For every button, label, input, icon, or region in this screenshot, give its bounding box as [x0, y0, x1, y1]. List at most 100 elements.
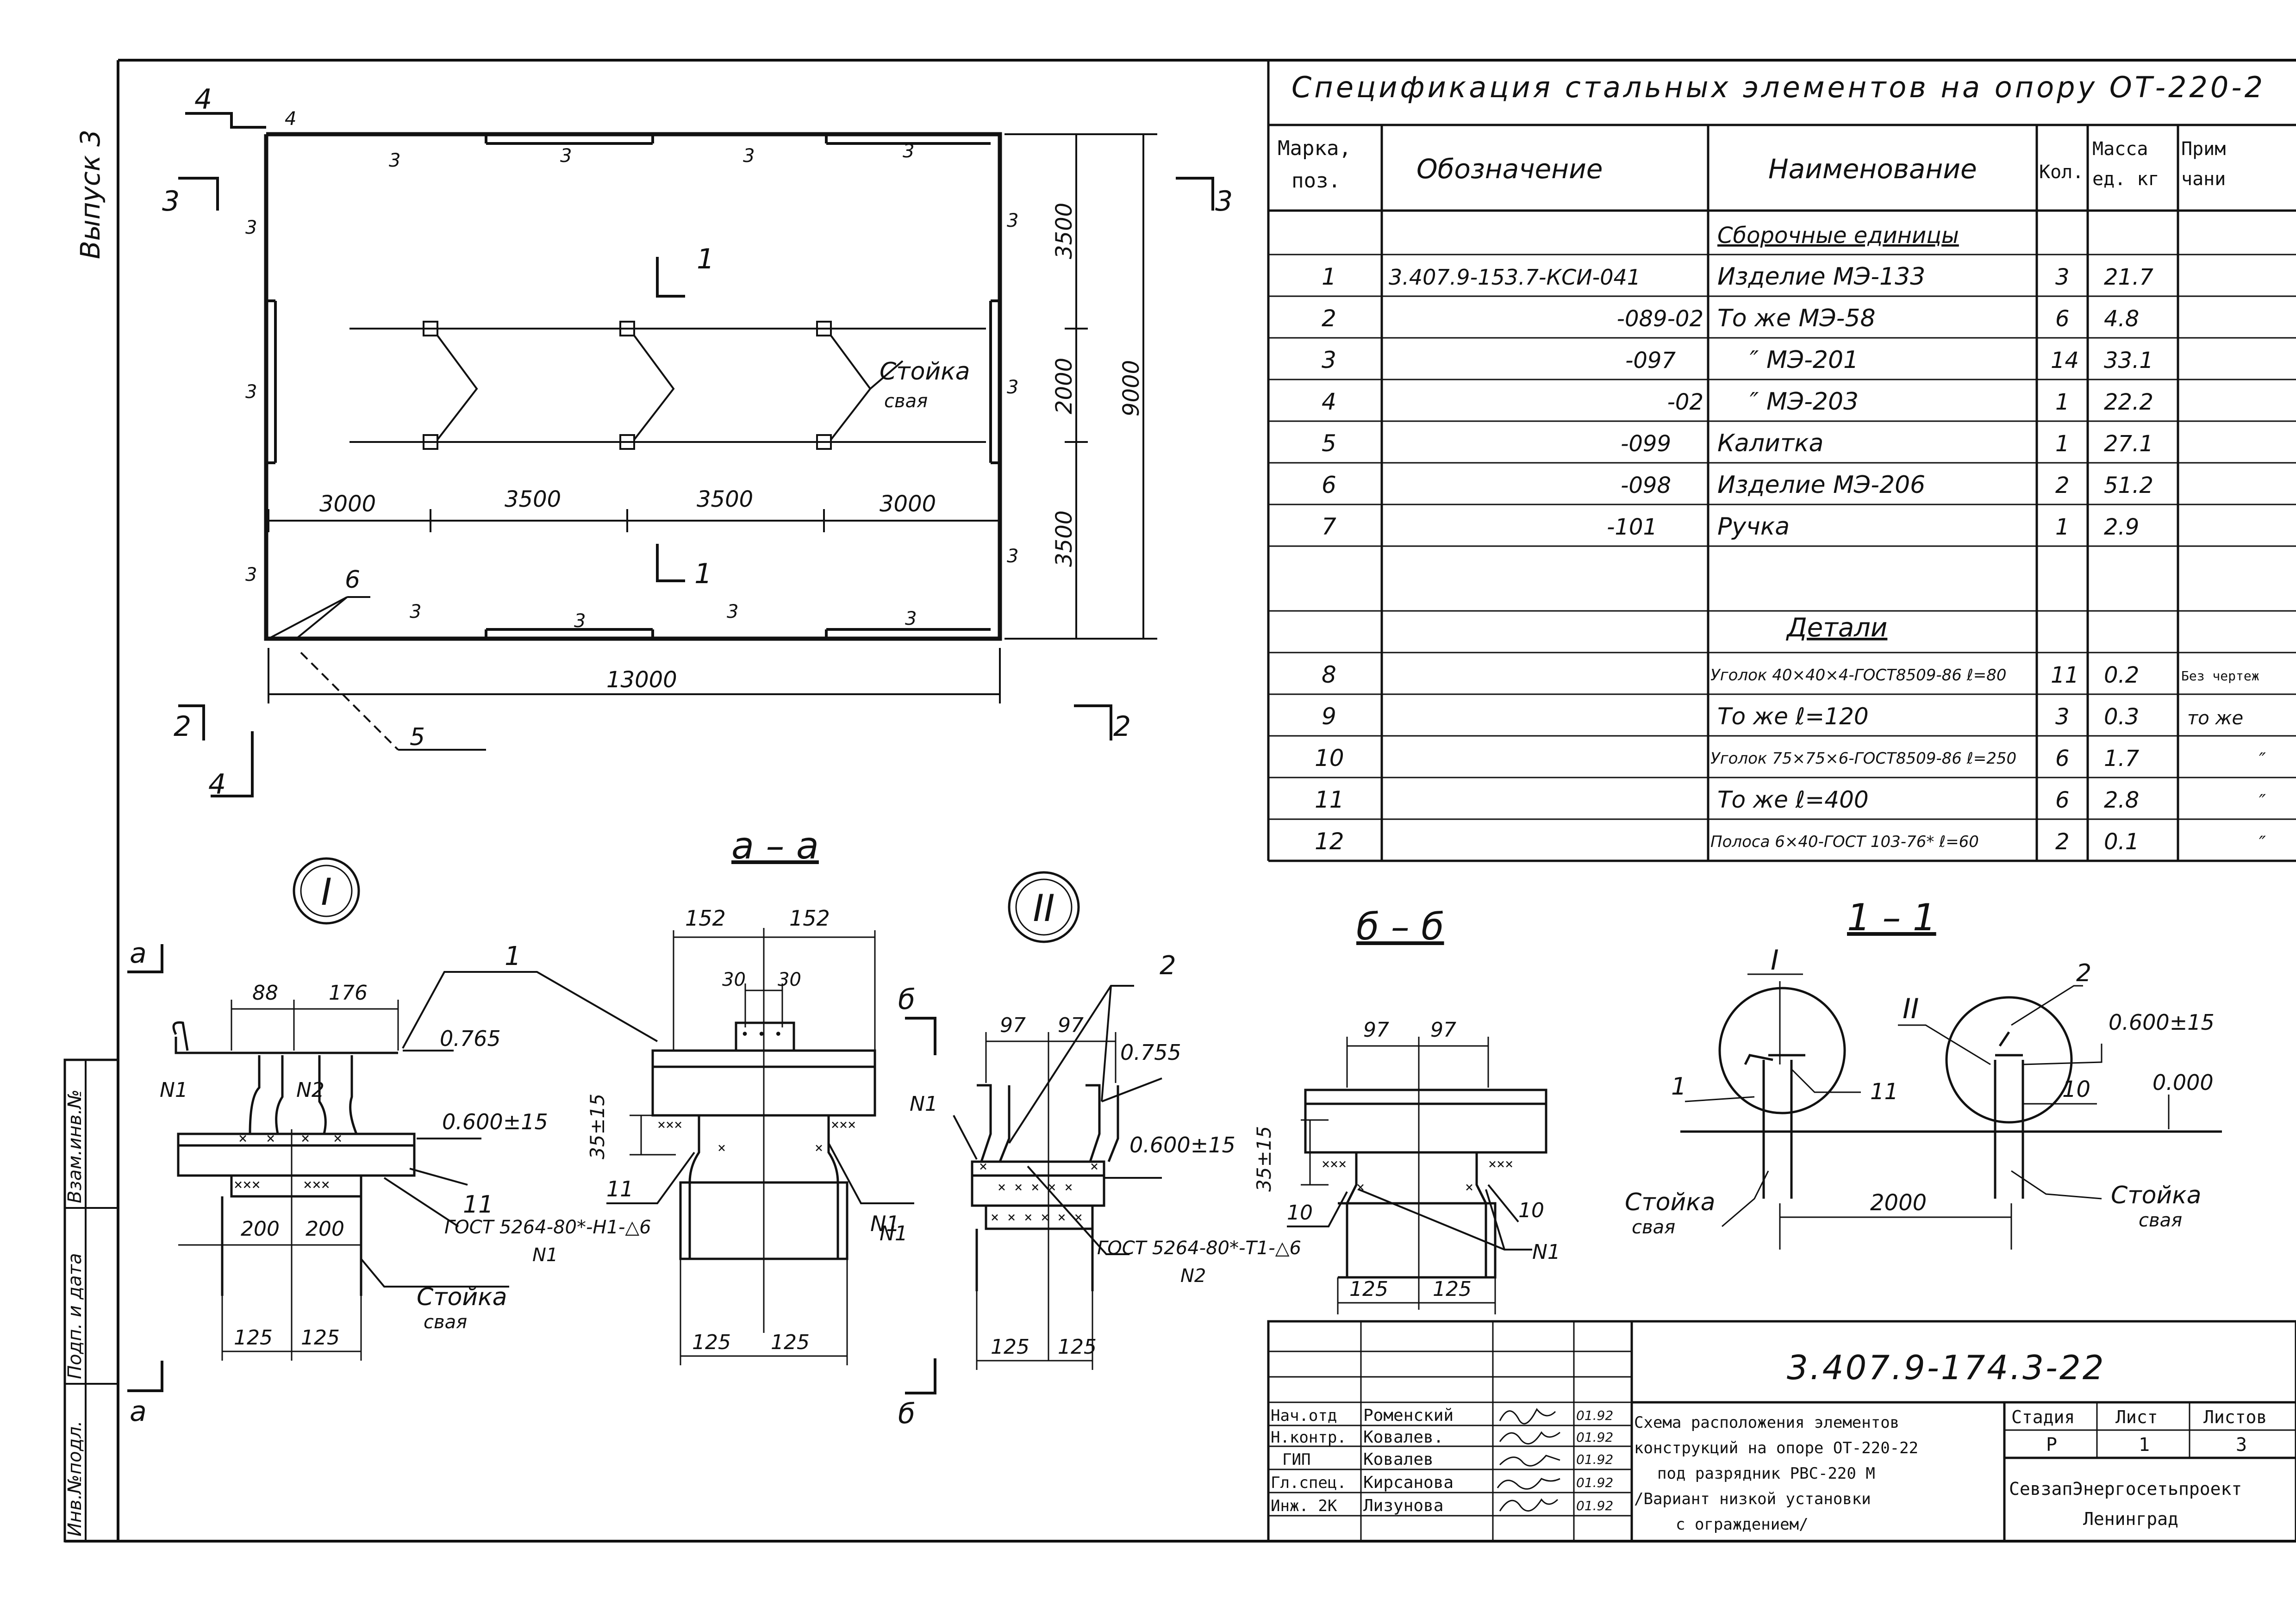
row-pos: 6 [1322, 472, 1336, 498]
aa-label-n1: N1 [870, 1211, 900, 1236]
aa-dim-small-1: 30 [722, 969, 746, 990]
row-name: Уголок 40×40×4-ГОСТ8509-86 ℓ=80 [1710, 666, 2007, 684]
cut-b-top: б [898, 983, 915, 1016]
node2-level-2: 0.600±15 [1129, 1132, 1235, 1157]
hdr-mark-2: поз. [1292, 169, 1341, 193]
stage-hdr: Стадия [2011, 1407, 2075, 1427]
row-name: То же ℓ=120 [1717, 703, 1869, 730]
section-mark-4-bottom: 4 [208, 768, 226, 801]
svg-text:× × × × × ×: × × × × × × [991, 1209, 1083, 1226]
edge-label: 3 [245, 381, 257, 403]
row-name: Уголок 75×75×6-ГОСТ8509-86 ℓ=250 [1710, 749, 2016, 768]
dim-v-3: 3500 [1051, 510, 1077, 567]
edge-label: 3 [905, 608, 917, 629]
row-pos: 9 [1322, 703, 1336, 730]
name-4: Кирсанова [1363, 1473, 1454, 1492]
post-marker [619, 434, 635, 450]
svg-text:×××: ××× [657, 1117, 682, 1133]
bb-label-n1: N1 [1532, 1240, 1560, 1264]
fence-outline [264, 132, 1002, 641]
hdr-mark-1: Марка, [1278, 137, 1351, 160]
dim-h-4: 3000 [880, 491, 936, 517]
row-mass: 0.3 [2104, 704, 2139, 730]
date-5: 01.92 [1576, 1498, 1613, 1513]
row-name: Калитка [1717, 429, 1823, 457]
row-note: то же [2187, 708, 2243, 729]
row-qty: 2 [2055, 829, 2070, 855]
node2-weld: ГОСТ 5264-80*-Т1-△6 [1097, 1238, 1301, 1259]
svg-text:×: × [238, 1129, 247, 1147]
node2-circle-label: II [1033, 887, 1054, 930]
row-name: ″ МЭ-203 [1750, 388, 1859, 416]
bb-dim-bot-2: 125 [1433, 1277, 1472, 1301]
node1-weld: ГОСТ 5264-80*-Н1-△6 [444, 1217, 651, 1238]
org-name: СевзапЭнергосетьпроект [2009, 1479, 2242, 1499]
node1-pos-1: 1 [505, 941, 521, 971]
row-qty: 6 [2055, 787, 2070, 813]
row-pos: 12 [1315, 828, 1344, 855]
edge-label: 3 [1007, 546, 1018, 567]
node2-n1-right: N1 [880, 1222, 908, 1245]
node2-weld-sub: N2 [1180, 1265, 1206, 1287]
node2-dim-bot-1: 125 [991, 1335, 1029, 1359]
desc-line-2: конструкций на опоре ОТ-220-22 [1634, 1439, 1918, 1457]
row-pos: 4 [1322, 388, 1336, 415]
row-mass: 2.8 [2104, 787, 2139, 813]
row-code: -089-02 [1617, 306, 1703, 332]
node1-dim-post-1: 125 [234, 1326, 273, 1350]
edge-label: 4 [285, 108, 296, 130]
hdr-qty: Кол. [2039, 162, 2084, 183]
cut-marks [127, 944, 936, 1394]
section-bb: б – б ×××××× ×× 97 97 35±15 125 125 [1253, 905, 1560, 1314]
stamp-vzam: Взам.инв.№ [64, 1089, 86, 1203]
node1-n2: N2 [296, 1078, 324, 1102]
node1-post-1: Стойка [417, 1283, 507, 1311]
row-qty: 6 [2055, 306, 2070, 332]
s11-pos-11: 11 [1870, 1079, 1898, 1105]
row-name: Ручка [1717, 513, 1790, 541]
node1-circle-label: I [321, 871, 332, 914]
cut-a-bottom: а [130, 1395, 147, 1428]
row-mass: 33.1 [2104, 348, 2153, 373]
node2-level-1: 0.755 [1120, 1040, 1181, 1065]
sheet-frame: Взам.инв.№ Подп. и дата Инв.№подл. Выпус… [63, 59, 2296, 1543]
section-mark-3-right: 3 [1215, 185, 1233, 218]
row-note: ″ [2259, 749, 2266, 771]
role-1: Нач.отд [1271, 1406, 1337, 1425]
aa-dim-small-2: 30 [778, 969, 801, 990]
row-code: -097 [1625, 348, 1676, 373]
section-mark-4-top: 4 [194, 83, 212, 116]
name-3: Ковалев [1363, 1450, 1434, 1469]
svg-text:×: × [301, 1129, 310, 1147]
desc-line-4: /Вариант низкой установки [1634, 1490, 1871, 1508]
node1-post-2: свая [424, 1312, 467, 1333]
svg-text:×: × [1090, 1158, 1098, 1175]
section-assembly: Сборочные единицы [1717, 223, 1959, 249]
node2-n1-left: N1 [910, 1092, 938, 1116]
edge-label: 3 [1007, 210, 1018, 231]
node1-level-1: 0.765 [440, 1026, 501, 1051]
post-marker [619, 321, 635, 336]
node-2: II × × × × × × × × × × × ×× 97 97 125 12… [880, 871, 1301, 1370]
row-qty: 1 [2055, 514, 2070, 540]
edge-label: 3 [245, 217, 257, 238]
title-block: 3.407.9-174.3-22 Нач.отд Н.контр. ГИП Гл… [1267, 1320, 2296, 1543]
row-pos: 10 [1315, 745, 1344, 772]
section-details: Детали [1785, 613, 1887, 643]
edge-label: 3 [389, 150, 400, 171]
svg-text:×××: ××× [831, 1117, 856, 1133]
row-pos: 8 [1322, 661, 1336, 688]
aa-title: а – а [731, 824, 819, 867]
node1-dim-top-1: 88 [252, 981, 278, 1005]
spec-row-lines [1268, 254, 2296, 820]
row-code: -098 [1621, 473, 1671, 498]
row-qty: 2 [2055, 473, 2070, 498]
row-mass: 1.7 [2104, 746, 2140, 772]
dim-total: 13000 [606, 667, 677, 693]
hdr-note-2: чани [2181, 168, 2226, 190]
dim-v-2: 2000 [1051, 358, 1077, 414]
stage-val: Р [2046, 1434, 2057, 1456]
dim-h-1: 3000 [319, 491, 376, 517]
post-grid [349, 321, 986, 450]
name-1: Роменский [1363, 1406, 1454, 1425]
